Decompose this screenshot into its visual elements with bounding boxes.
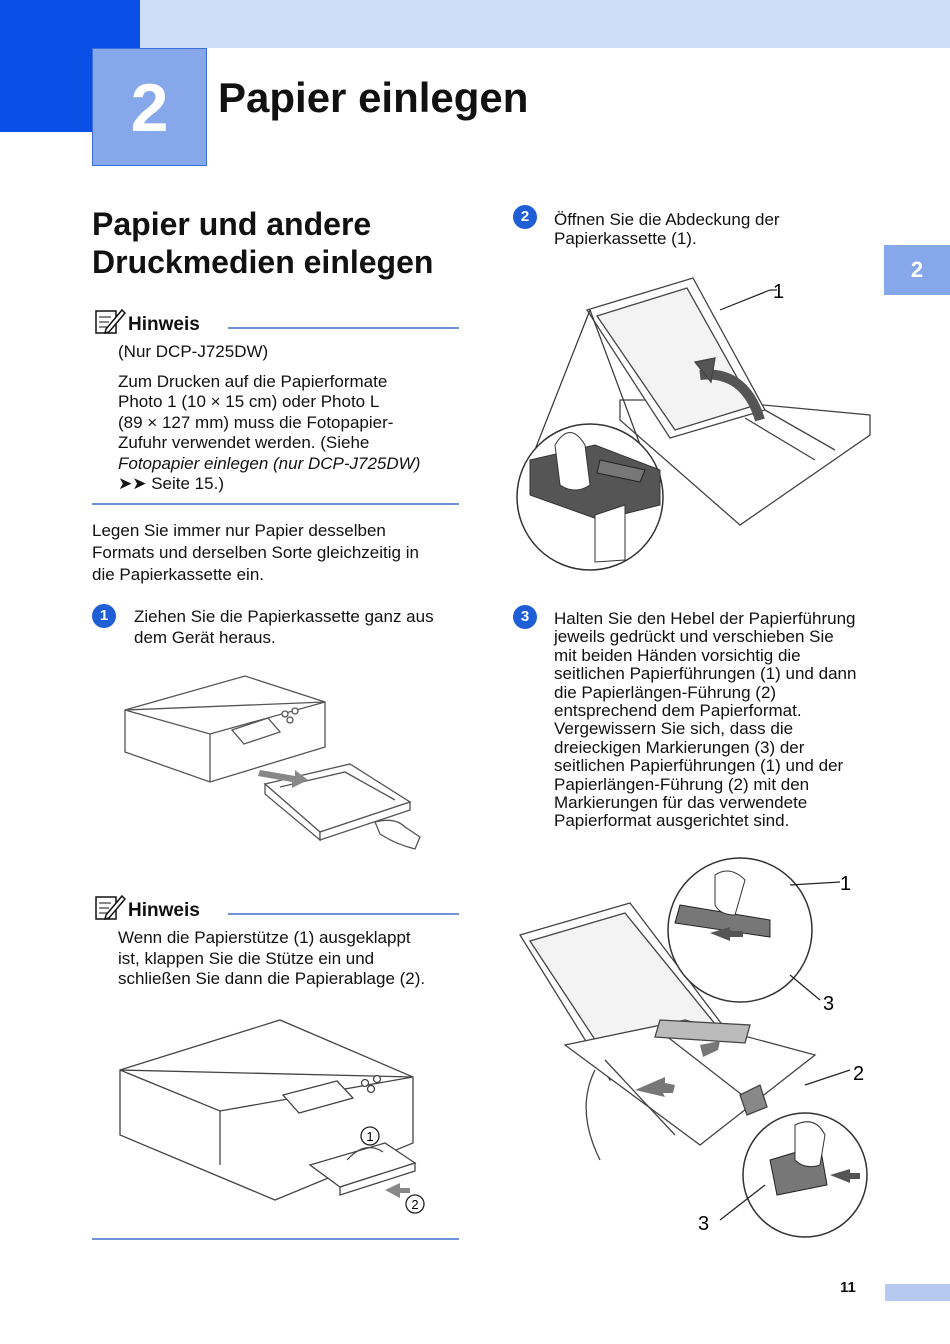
step-1-text: Ziehen Sie die Papierkassette ganz aus d… [134, 606, 464, 648]
note-heading-row: Hinweis [94, 892, 459, 922]
note-body: Wenn die Papierstütze (1) ausgeklappt is… [118, 928, 463, 990]
step-number-2: 2 [513, 205, 537, 229]
tray-cover-open-figure: 1 [516, 277, 871, 571]
note-body: (Nur DCP-J725DW) Zum Drucken auf die Pap… [118, 342, 463, 495]
intro-text: Formats und derselben Sorte gleichzeitig… [92, 543, 419, 562]
note-pencil-icon [95, 894, 126, 921]
section-title-line: Papier und andere [92, 206, 372, 242]
note-heading-row: Hinweis [94, 306, 459, 336]
note-heading: Hinweis [128, 900, 200, 921]
step-number-3: 3 [513, 605, 537, 629]
note-text: Photo 1 (10 × 15 cm) oder Photo L [118, 392, 380, 411]
step-number-1: 1 [92, 604, 116, 628]
intro-text: Legen Sie immer nur Papier desselben [92, 521, 386, 540]
step-text: dem Gerät heraus. [134, 628, 276, 647]
printer-tray-pull-figure [124, 675, 421, 850]
step-2-text: Öffnen Sie die Abdeckung der Papierkasse… [554, 210, 884, 248]
step-text: dreieckigen Markierungen (3) der [554, 737, 805, 757]
printer-paper-support-figure: 1 2 [119, 1019, 425, 1214]
chapter-title: Papier einlegen [218, 74, 529, 121]
note-pencil-icon [95, 308, 126, 335]
section-title: Papier und andere Druckmedien einlegen [92, 205, 492, 281]
page-number: 11 [840, 1279, 856, 1296]
step-text: die Papierlängen-Führung (2) [554, 682, 777, 702]
note-text: ist, klappen Sie die Stütze ein und [118, 948, 375, 968]
step-text: seitlichen Papierführungen (1) und dann [554, 664, 857, 684]
step-text: entsprechend dem Papierformat. [554, 701, 802, 721]
figure-callout: 1 [366, 1129, 373, 1144]
note-box: Hinweis [94, 306, 459, 336]
step-3-text: Halten Sie den Hebel der Papierführung j… [554, 609, 894, 831]
note-end-rule [92, 1238, 459, 1240]
step-text: Markierungen für das verwendete [554, 793, 808, 813]
note-rule [227, 913, 459, 915]
step-text: Papierkassette (1). [554, 229, 697, 248]
note-text: schließen Sie dann die Papierablage (2). [118, 969, 426, 988]
chapter-number: 2 [92, 48, 207, 166]
note-text: Zum Drucken auf die Papierformate [118, 371, 388, 391]
note-text: Zufuhr verwendet werden. (Siehe [118, 433, 370, 452]
note-box: Hinweis [94, 892, 459, 922]
figure-callout: 2 [411, 1197, 418, 1212]
note-heading: Hinweis [128, 314, 200, 335]
step-text: Halten Sie den Hebel der Papierführung [554, 609, 856, 628]
note-text: (Nur DCP-J725DW) [118, 342, 269, 361]
intro-text: die Papierkassette ein. [92, 565, 264, 584]
figure-callout: 1 [773, 281, 784, 303]
note-end-rule [92, 503, 459, 505]
paper-guides-figure: 1 3 2 3 [518, 857, 868, 1238]
section-title-line: Druckmedien einlegen [92, 244, 434, 280]
intro-paragraph: Legen Sie immer nur Papier desselben For… [92, 520, 462, 586]
note-rule [227, 327, 459, 329]
header-band [0, 0, 950, 48]
step-text: mit beiden Händen vorsichtig die [554, 645, 801, 665]
note-text: (89 × 127 mm) muss die Fotopapier- [118, 412, 394, 432]
step-text: Papierlängen-Führung (2) mit den [554, 774, 810, 794]
note-text: Wenn die Papierstütze (1) ausgeklappt [118, 928, 411, 947]
step-text: jeweils gedrückt und verschieben Sie [554, 627, 834, 647]
chapter-side-tab[interactable]: 2 [884, 245, 950, 295]
step-text: Papierformat ausgerichtet sind. [554, 811, 790, 831]
figure-callout: 2 [853, 1063, 864, 1085]
step-text: Öffnen Sie die Abdeckung der [554, 210, 780, 229]
figure-callout: 3 [823, 993, 834, 1015]
cross-reference-link[interactable]: Fotopapier einlegen (nur DCP-J725DW) [118, 453, 421, 473]
step-text: Ziehen Sie die Papierkassette ganz aus [134, 607, 434, 626]
figure-callout: 3 [698, 1213, 709, 1235]
step-text: seitlichen Papierführungen (1) und der [554, 756, 844, 776]
figure-callout: 1 [840, 873, 851, 895]
page-number-tab [885, 1284, 950, 1301]
step-text: Vergewissern Sie sich, dass die [554, 719, 794, 739]
note-text: ➤➤ Seite 15.) [118, 474, 224, 493]
